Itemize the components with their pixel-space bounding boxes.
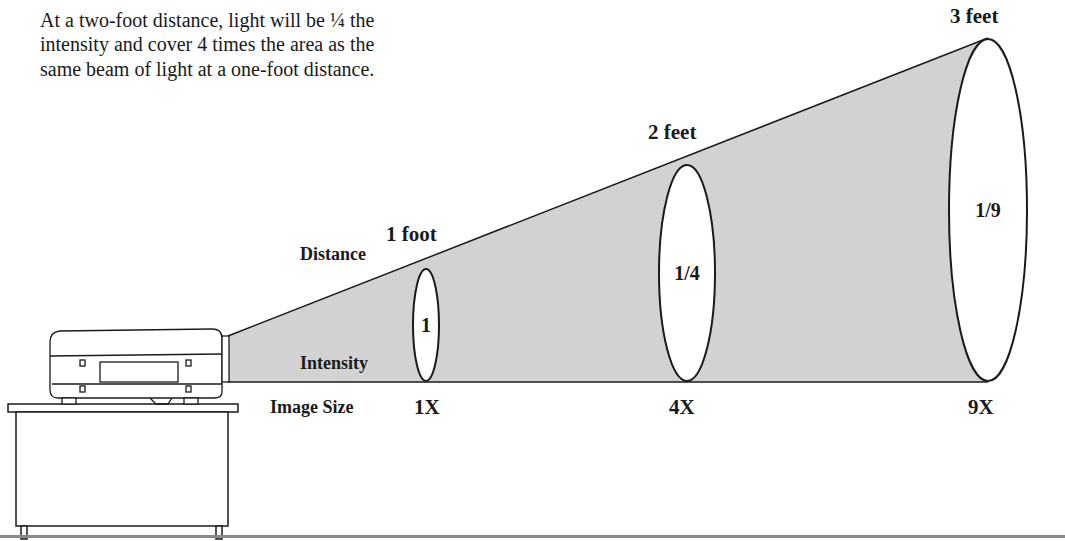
distance-label: 2 feet — [648, 120, 696, 144]
projector — [50, 329, 229, 404]
row-heading: Intensity — [300, 353, 368, 374]
size-label: 1X — [414, 395, 440, 419]
intensity-value: 1/9 — [948, 199, 1028, 222]
row-heading: Image Size — [270, 397, 353, 418]
row-heading: Distance — [300, 244, 366, 265]
table-top — [8, 404, 238, 412]
distance-label: 1 foot — [386, 222, 437, 246]
beam-ellipse: 1/4 — [658, 164, 716, 382]
distance-label: 3 feet — [950, 4, 998, 28]
cone-edge — [228, 38, 988, 336]
beam-ellipse: 1/9 — [948, 38, 1028, 382]
light-cone — [228, 38, 988, 382]
beam-ellipse: 1 — [412, 268, 440, 382]
size-label: 9X — [968, 395, 994, 419]
note-text: At a two-foot distance, light will be ¼ … — [40, 8, 385, 81]
intensity-value: 1/4 — [658, 262, 716, 285]
table-body — [16, 412, 228, 526]
size-label: 4X — [669, 395, 695, 419]
bottom-rule — [0, 535, 1065, 538]
cone-edge — [228, 381, 988, 383]
intensity-value: 1 — [412, 314, 440, 337]
